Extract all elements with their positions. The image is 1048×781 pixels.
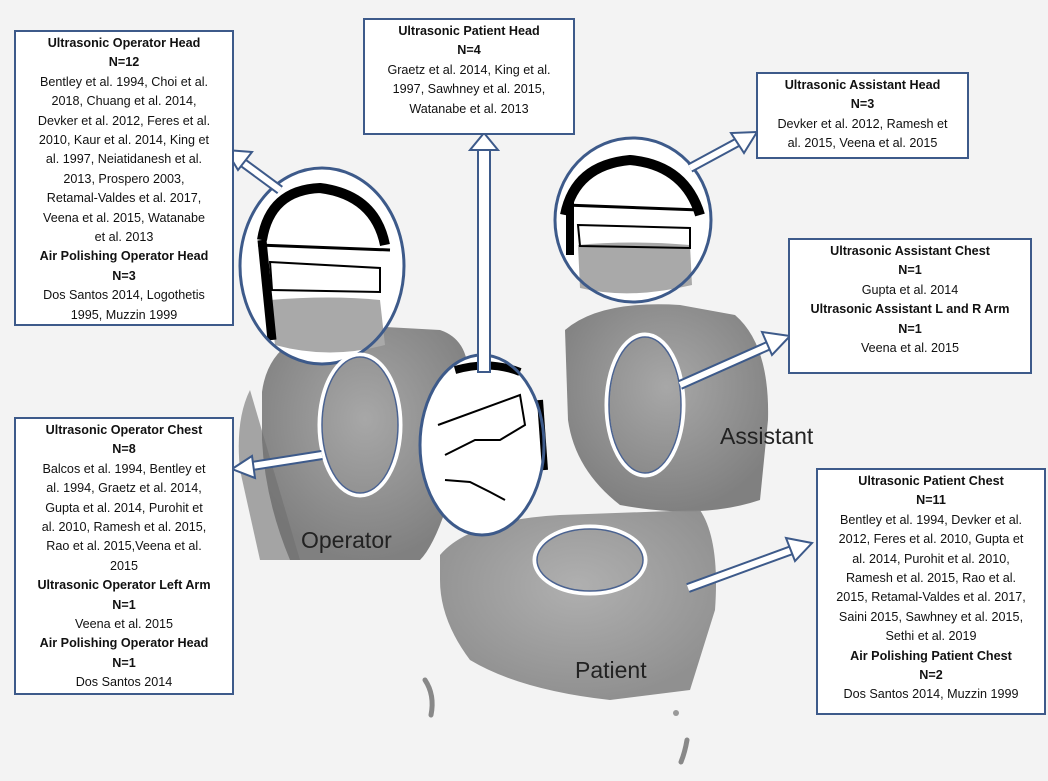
box-reference-line: al. 2010, Ramesh et al. 2015, [41,520,207,535]
arrow-operator-head [224,148,283,195]
box-title: Air Polishing Operator Head [39,636,209,651]
operator-chest-ellipse [317,352,403,498]
arrow-patient-chest [686,536,814,593]
box-reference-line: Retamal-Valdes et al. 2017, [46,191,202,206]
arrow-patient-head [467,131,501,373]
box-reference-line: Gupta et al. 2014 [861,282,959,297]
box-reference-line: Dos Santos 2014 [75,675,173,690]
box-title: Ultrasonic Operator Chest [45,423,203,437]
box-count: N=1 [112,597,136,612]
assistant-head [553,136,713,304]
box-reference-line: 2013, Prospero 2003, [63,171,185,186]
box-title: Ultrasonic Assistant L and R Arm [810,302,1010,317]
arrow-assistant-head [687,130,759,173]
box-reference-line: al. 2015, Veena et al. 2015 [787,136,938,151]
assistant-chest-ellipse [604,332,686,478]
box-title: Ultrasonic Operator Head [47,36,201,50]
arrow-operator-chest [229,450,323,480]
box-reference-line: 2010, Kaur et al. 2014, King et [38,133,210,148]
box-title: Ultrasonic Operator Left Arm [37,578,211,593]
box-title: Ultrasonic Patient Head [398,24,540,38]
box-count: N=12 [108,55,140,70]
box-reference-line: Dos Santos 2014, Logothetis [43,288,205,303]
box-title: Air Polishing Patient Chest [850,648,1012,663]
box-reference-line: al. 1997, Neiatidanesh et al. [45,152,203,167]
box-reference-line: Bentley et al. 1994, Devker et al. [839,512,1022,527]
box-reference-line: Dos Santos 2014, Muzzin 1999 [843,687,1019,702]
assistant-label: Assistant [720,423,814,449]
box-reference-line: 2015 [109,558,139,573]
box-reference-line: 2015, Retamal-Valdes et al. 2017, [836,590,1026,605]
box-count: N=1 [898,321,922,336]
arrow-assistant-chest [677,330,793,390]
patient-chest-ellipse [532,524,648,596]
box-reference-line: Veena et al. 2015, Watanabe [43,210,205,225]
box-count: N=4 [457,43,481,58]
box-count: N=11 [916,493,946,508]
box-reference-line: 1997, Sawhney et al. 2015, [392,82,546,97]
box-reference-line: Graetz et al. 2014, King et al. [387,62,551,77]
box-reference-line: 1995, Muzzin 1999 [70,307,178,322]
box-reference-line: Veena et al. 2015 [74,617,174,632]
box-title: Air Polishing Operator Head [39,249,209,264]
operator-figure [238,325,469,560]
assistant-figure [565,304,769,512]
box-count: N=2 [919,668,943,683]
patient-figure [422,510,716,765]
box-reference-line: Devker et al. 2012, Feres et al. [37,113,211,128]
box-reference-line: Veena et al. 2015 [860,341,960,356]
box-reference-line: Gupta et al. 2014, Purohit et [45,500,203,515]
box-title: Ultrasonic Patient Chest [858,474,1004,488]
box-reference-line: 2012, Feres et al. 2010, Gupta et [838,532,1024,547]
operator-label: Operator [301,527,392,553]
box-count: N=1 [898,263,922,278]
box-reference-line: Rao et al. 2015,Veena et al. [46,539,202,554]
box-title: Ultrasonic Assistant Chest [830,244,990,258]
box-count: N=3 [850,97,875,112]
box-reference-line: Balcos et al. 1994, Bentley et [42,461,206,476]
box-reference-line: Ramesh et al. 2015, Rao et al. [845,571,1017,586]
box-reference-line: Bentley et al. 1994, Choi et al. [39,74,209,89]
box-count: N=8 [112,442,136,457]
box-reference-line: Saini 2015, Sawhney et al. 2015, [838,609,1024,624]
box-reference-line: al. 1994, Graetz et al. 2014, [46,481,202,496]
box-reference-line: et al. 2013 [94,230,154,245]
patient-label: Patient [575,657,647,683]
operator-head [238,166,406,366]
box-title: Ultrasonic Assistant Head [784,78,941,92]
patient-head [418,353,548,537]
box-count: N=3 [112,268,136,283]
box-reference-line: al. 2014, Purohit et al. 2010, [852,551,1010,566]
box-reference-line: 2018, Chuang et al. 2014, [51,94,197,109]
box-reference-line: Watanabe et al. 2013 [409,101,529,116]
box-count: N=1 [112,655,136,670]
box-reference-line: Sethi et al. 2019 [885,629,977,644]
box-reference-line: Devker et al. 2012, Ramesh et [777,116,948,131]
